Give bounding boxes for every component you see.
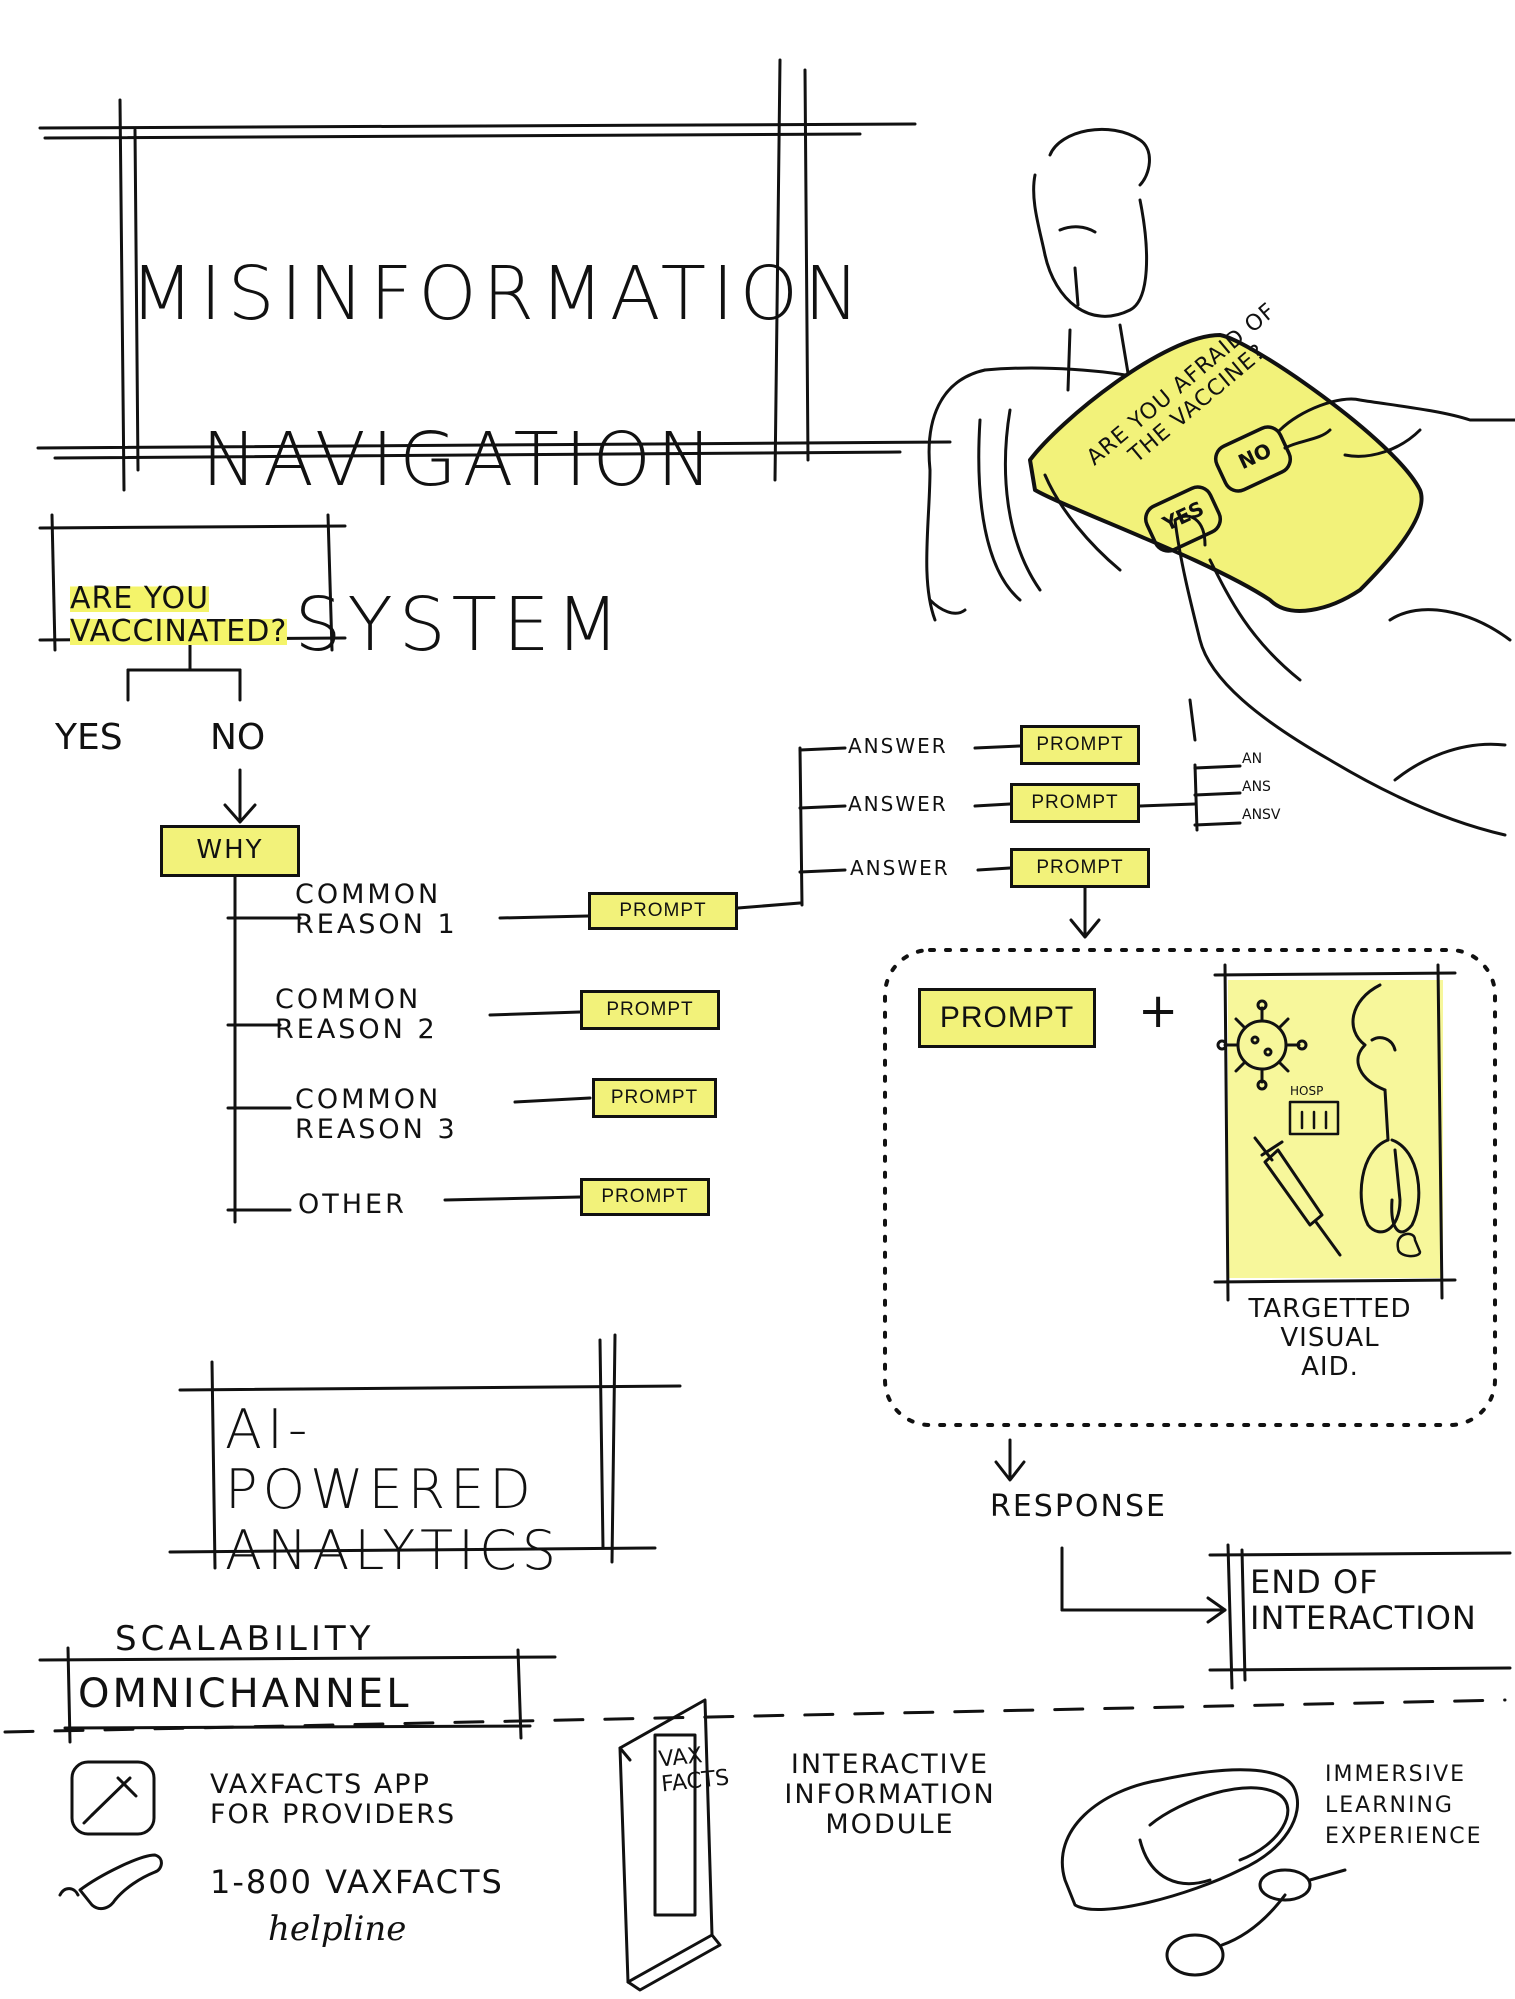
- helpline-number: 1-800 VAXFACTS: [210, 1863, 504, 1901]
- user-illustration: [925, 127, 1197, 742]
- app-label: VAXFACTS APP FOR PROVIDERS: [210, 1769, 457, 1831]
- bottle-icon: [1396, 1232, 1422, 1258]
- sub-answer-1: AN: [1242, 751, 1263, 767]
- answer-1: ANSWER: [848, 734, 948, 758]
- phone-icon: [58, 1853, 163, 1911]
- title-frame: [36, 58, 952, 492]
- title-line-1: MISINFORMATION: [130, 250, 866, 337]
- yes-label: YES: [55, 717, 123, 758]
- prompt-answer-1: PROMPT: [1020, 725, 1140, 765]
- lungs-icon: [1351, 983, 1421, 1234]
- book-icon: [618, 1698, 722, 1992]
- reason-1: COMMON REASON 1: [295, 879, 458, 941]
- immersive-label: IMMERSIVE LEARNING EXPERIENCE: [1325, 1762, 1483, 1849]
- module-label: INTERACTIVE INFORMATION MODULE: [784, 1749, 996, 1841]
- reason-other: OTHER: [298, 1189, 407, 1220]
- dashed-divider: [3, 1698, 1507, 1734]
- why-box: WHY: [160, 825, 300, 877]
- scalability-label: SCALABILITY: [115, 1619, 375, 1659]
- prompt-visual-group: [883, 948, 1497, 1427]
- reasons-tree: [226, 744, 1242, 1224]
- answer-3: ANSWER: [850, 856, 950, 880]
- vr-headset-icon: [1060, 1768, 1347, 1977]
- book-label: VAX FACTS: [657, 1743, 731, 1798]
- flow-start: [38, 513, 347, 824]
- app-icon: [70, 1760, 156, 1836]
- visual-aid-label: TARGETTED VISUAL AID.: [1248, 1294, 1412, 1383]
- response-label: RESPONSE: [990, 1489, 1167, 1524]
- prompt-answer-3: PROMPT: [1010, 848, 1150, 888]
- end-frame: [1208, 1543, 1512, 1690]
- omnichannel-label: OMNICHANNEL: [78, 1671, 412, 1717]
- virus-icon: [1216, 999, 1308, 1091]
- response-connectors: [994, 1438, 1227, 1624]
- page-title: MISINFORMATION NAVIGATION SYSTEM: [130, 170, 866, 750]
- hospital-icon: [1288, 1100, 1340, 1136]
- start-question-text: ARE YOU VACCINATED?: [70, 580, 288, 650]
- title-line-2: NAVIGATION: [201, 416, 719, 503]
- start-question: ARE YOU VACCINATED?: [70, 548, 330, 650]
- reason-3: COMMON REASON 3: [295, 1084, 458, 1146]
- prompt-reason-3: PROMPT: [592, 1078, 717, 1118]
- no-label: NO: [210, 717, 266, 758]
- why-label: WHY: [196, 835, 264, 866]
- hosp-label: HOSP: [1290, 1084, 1324, 1098]
- helpline-word: helpline: [268, 1909, 407, 1949]
- analytics-frame: [168, 1333, 682, 1570]
- reason-2: COMMON REASON 2: [275, 984, 438, 1046]
- prompt-other: PROMPT: [580, 1178, 710, 1216]
- syringe-icon: [1253, 1136, 1342, 1257]
- sub-answer-2: ANS: [1242, 779, 1271, 795]
- prompt-reason-2: PROMPT: [580, 990, 720, 1030]
- hand-holding: [1173, 514, 1512, 837]
- prompt-main: PROMPT: [918, 988, 1096, 1048]
- prompt-answer-2: PROMPT: [1010, 783, 1140, 823]
- omnichannel-frame: [38, 1646, 557, 1744]
- sub-answer-3: ANSV: [1242, 807, 1281, 823]
- analytics-title: AI- POWERED ANALYTICS: [225, 1398, 562, 1582]
- prompt-reason-1: PROMPT: [588, 892, 738, 930]
- end-of-interaction: END OF INTERACTION: [1250, 1563, 1477, 1637]
- hand-pointing: [1278, 397, 1515, 458]
- title-line-3: SYSTEM: [294, 582, 626, 669]
- plus-sign: +: [1138, 983, 1179, 1039]
- answer-2: ANSWER: [848, 792, 948, 816]
